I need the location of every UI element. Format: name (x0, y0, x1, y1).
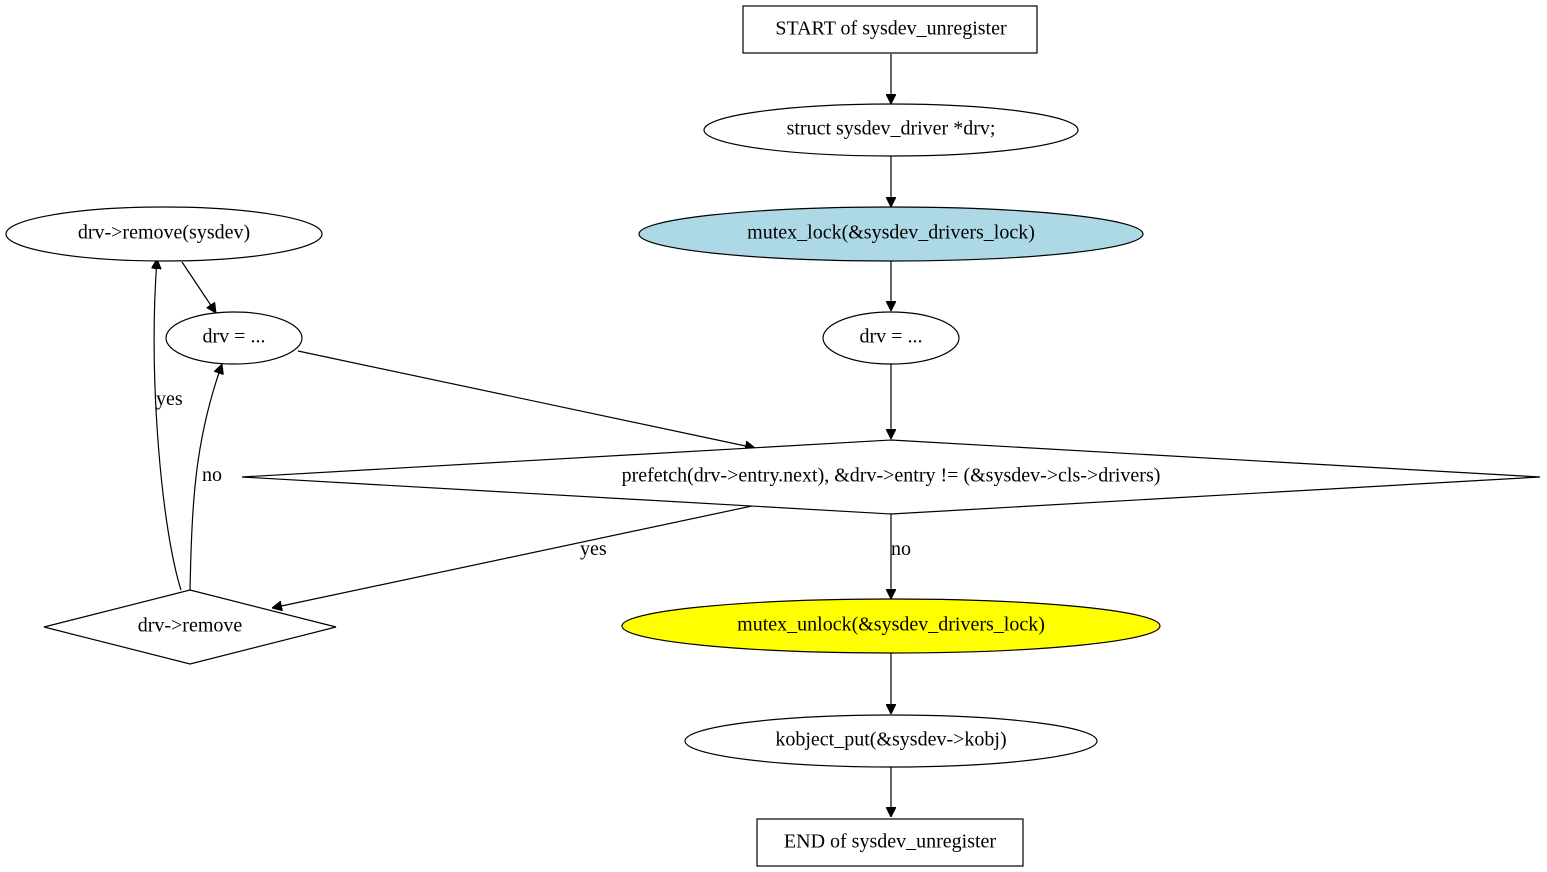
node-remove-check-label: drv->remove (138, 615, 243, 637)
node-mutex-lock-label: mutex_lock(&sysdev_drivers_lock) (747, 222, 1035, 244)
node-decl: struct sysdev_driver *drv; (703, 103, 1079, 157)
node-drv-init-label: drv = ... (860, 326, 923, 348)
edge-labels: no yes yes no (156, 388, 911, 560)
node-loop-condition-label: prefetch(drv->entry.next), &drv->entry !… (622, 465, 1161, 487)
node-remove-check: drv->remove (43, 589, 337, 665)
node-remove-call-label: drv->remove(sysdev) (78, 222, 250, 244)
edge-check-to-remove (154, 259, 182, 591)
node-end-label: END of sysdev_unregister (784, 831, 997, 853)
node-start-label: START of sysdev_unregister (775, 18, 1007, 40)
node-remove-call: drv->remove(sysdev) (5, 206, 323, 262)
node-decl-label: struct sysdev_driver *drv; (787, 118, 996, 140)
edge-label-cond-no: no (891, 538, 911, 560)
edge-next-to-cond (297, 350, 755, 448)
node-drv-next-label: drv = ... (203, 326, 266, 348)
edge-cond-to-check (272, 505, 753, 608)
node-kobject-put: kobject_put(&sysdev->kobj) (684, 714, 1098, 768)
node-start: START of sysdev_unregister (742, 5, 1038, 54)
node-mutex-lock: mutex_lock(&sysdev_drivers_lock) (638, 206, 1144, 262)
edge-remove-to-next (181, 261, 216, 313)
node-mutex-unlock: mutex_unlock(&sysdev_drivers_lock) (621, 598, 1161, 654)
node-end: END of sysdev_unregister (756, 818, 1024, 867)
node-kobject-put-label: kobject_put(&sysdev->kobj) (775, 729, 1006, 751)
node-drv-init: drv = ... (822, 311, 960, 365)
edge-label-check-yes: yes (156, 388, 183, 410)
edge-label-cond-yes: yes (580, 538, 607, 560)
node-drv-next: drv = ... (165, 311, 303, 365)
edges (154, 54, 891, 817)
edge-check-to-next (189, 364, 222, 591)
node-loop-condition: prefetch(drv->entry.next), &drv->entry !… (241, 439, 1541, 515)
edge-label-check-no: no (202, 464, 222, 486)
node-mutex-unlock-label: mutex_unlock(&sysdev_drivers_lock) (737, 614, 1045, 636)
